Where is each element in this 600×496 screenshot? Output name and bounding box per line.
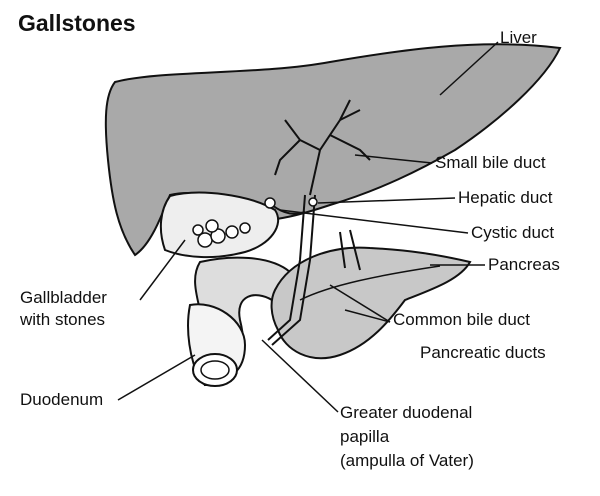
gallstones xyxy=(192,219,251,248)
liver-shape xyxy=(104,43,562,257)
label-papilla-3: (ampulla of Vater) xyxy=(340,451,474,470)
label-gallbladder: Gallbladder xyxy=(20,288,107,307)
label-pancreas: Pancreas xyxy=(488,255,560,274)
diagram-title: Gallstones xyxy=(18,10,136,36)
label-duodenum: Duodenum xyxy=(20,390,104,409)
label-cystic-duct: Cystic duct xyxy=(471,223,555,242)
label-liver: Liver xyxy=(500,28,537,47)
leader-lines xyxy=(117,41,499,413)
pancreas-shape xyxy=(270,246,472,360)
label-small-bile-duct: Small bile duct xyxy=(435,153,546,172)
label-papilla-1: Greater duodenal xyxy=(340,403,473,422)
label-papilla-2: papilla xyxy=(340,427,390,446)
label-common-bile-duct: Common bile duct xyxy=(393,310,531,329)
duodenum-opening xyxy=(192,353,238,387)
label-gallbladder-stones: with stones xyxy=(20,310,106,329)
bile-ducts xyxy=(267,99,371,346)
label-hepatic-duct: Hepatic duct xyxy=(458,188,553,207)
label-pancreatic-ducts: Pancreatic ducts xyxy=(420,343,546,362)
gallbladder-shape xyxy=(159,191,280,259)
